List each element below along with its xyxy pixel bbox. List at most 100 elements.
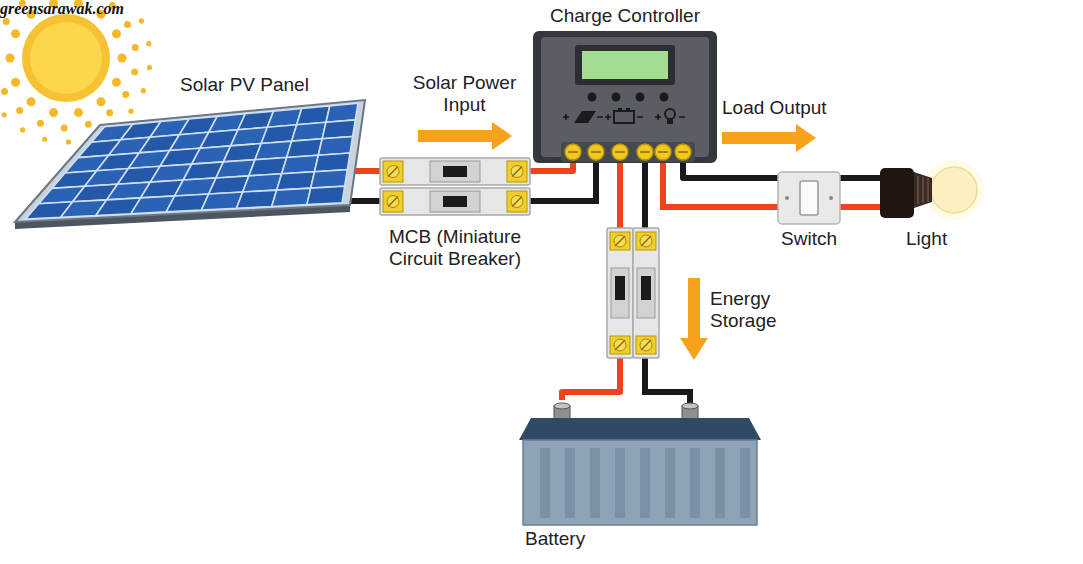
- flow-label: Solar Power Input: [402, 72, 527, 116]
- node-label: MCB (Miniature Circuit Breaker): [380, 226, 530, 270]
- solar-cell: [307, 186, 345, 204]
- bulb-glass: [931, 167, 977, 213]
- sun-ray: [96, 97, 105, 106]
- battery-rib: [540, 448, 550, 518]
- sun-ray: [6, 54, 15, 63]
- solar-panel-shape: [10, 80, 368, 230]
- button: [612, 93, 621, 102]
- node-label: Charge Controller: [550, 5, 700, 27]
- battery-terminal: [682, 403, 698, 409]
- screw: [511, 166, 523, 178]
- battery-rib: [640, 448, 650, 518]
- terminal-screw: [588, 144, 604, 160]
- sun-ray: [20, 127, 25, 132]
- base-thread: [927, 178, 929, 202]
- sun-ray: [11, 78, 20, 87]
- polarity-mark: [679, 116, 685, 118]
- sun-ray: [122, 91, 129, 98]
- sun-ray: [112, 78, 121, 87]
- sun-ray: [27, 97, 36, 106]
- wall-switch: [778, 172, 840, 224]
- screw-slot: [591, 151, 601, 153]
- terminal-strip: [561, 142, 695, 162]
- sun-ray: [131, 68, 138, 75]
- button: [660, 93, 669, 102]
- base-thread: [917, 176, 919, 204]
- sun-ray: [146, 41, 151, 46]
- solar-cell: [311, 170, 348, 189]
- base-thread: [922, 177, 924, 203]
- screw-terminal: [383, 191, 403, 212]
- polarity-mark: [657, 114, 659, 120]
- battery-lid: [519, 418, 761, 440]
- polarity-mark: [565, 114, 567, 120]
- lcd-screen: [582, 51, 668, 79]
- solar-cell: [277, 172, 315, 190]
- wire: [683, 163, 778, 178]
- node-label: Light: [906, 228, 947, 250]
- switch-screw: [829, 196, 833, 200]
- screw: [511, 196, 523, 208]
- flow-arrow: [418, 122, 512, 150]
- battery-breaker: [607, 228, 659, 358]
- switch: Switch: [778, 172, 840, 250]
- sun-ray: [139, 18, 144, 23]
- sun-disc: [22, 14, 110, 102]
- terminal-screw: [655, 144, 671, 160]
- polarity-mark: [637, 116, 643, 118]
- sun-ray: [132, 44, 139, 51]
- battery-terminal: [554, 403, 570, 409]
- breaker-window: [430, 191, 480, 212]
- charge-controller: Charge Controller: [530, 5, 720, 163]
- sun-ray: [49, 108, 58, 117]
- flow-arrow: [680, 278, 708, 360]
- battery-rib: [590, 448, 600, 518]
- battery-rib: [665, 448, 675, 518]
- solar-cell: [243, 174, 282, 192]
- sun-ray: [147, 65, 152, 70]
- terminal-screw: [675, 144, 691, 160]
- sun-ray: [42, 137, 47, 142]
- sun-ray: [3, 18, 10, 25]
- sun-ray: [141, 88, 146, 93]
- black-wire: [528, 161, 596, 201]
- controller-case: [533, 31, 717, 163]
- sun-ray: [66, 139, 71, 144]
- battery-rib: [740, 448, 750, 518]
- charge-controller-shape: [530, 5, 720, 163]
- breaker-window: [430, 161, 480, 182]
- sun-core: [30, 22, 102, 94]
- controller-face: [541, 37, 709, 157]
- battery-case: [523, 440, 757, 525]
- sun-ray: [74, 108, 83, 117]
- solar-cell: [272, 188, 311, 206]
- circuit-breaker: MCB (Miniature Circuit Breaker): [380, 158, 530, 273]
- node-label: Solar PV Panel: [180, 74, 309, 96]
- button: [588, 93, 597, 102]
- sun-ray: [11, 29, 20, 38]
- polarity-mark: [607, 114, 609, 120]
- battery-icon: [614, 111, 634, 123]
- bulb-icon: [667, 119, 673, 124]
- screw-slot: [568, 151, 578, 153]
- sun-ray: [61, 124, 68, 131]
- battery: Battery: [515, 400, 765, 552]
- screw-slot: [512, 167, 522, 177]
- solar-panel: [15, 100, 365, 222]
- breaker-body: [380, 188, 530, 215]
- screw-slot: [388, 197, 398, 207]
- screw: [387, 196, 399, 208]
- sun-ray: [124, 21, 131, 28]
- wire: [530, 163, 573, 171]
- button: [636, 93, 645, 102]
- screw-terminal: [507, 191, 527, 212]
- screw-slot: [388, 167, 398, 177]
- lamp-base: [914, 172, 932, 208]
- bulb-glow: [924, 160, 984, 220]
- breaker-toggle: [443, 196, 467, 207]
- screw-slot: [658, 151, 668, 153]
- screw-terminal: [507, 161, 527, 182]
- switch-screw: [785, 196, 789, 200]
- solar-cell: [237, 190, 277, 208]
- screen-frame: [575, 45, 675, 85]
